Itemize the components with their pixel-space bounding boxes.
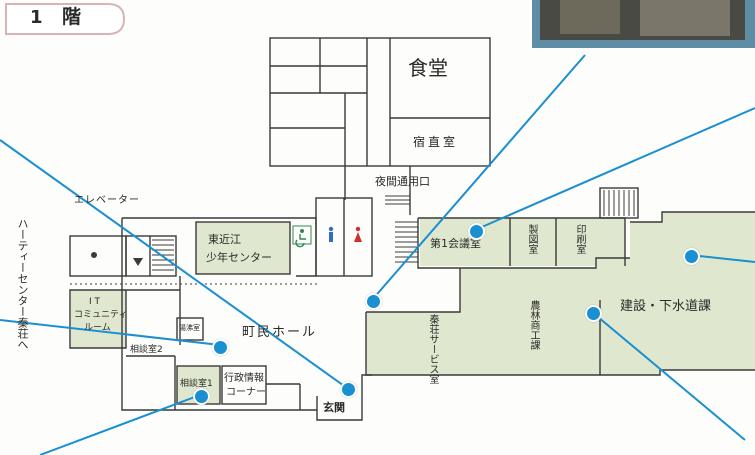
consult-room-1-label: 相談室1: [180, 379, 213, 389]
floor-label: 階: [62, 6, 82, 28]
floor-badge: [5, 3, 126, 35]
youth-center-line1: 東近江: [208, 233, 241, 246]
stairs-center: [385, 195, 418, 263]
hatasho-service-label: 秦荘サービス室: [427, 314, 438, 384]
callout-lines: [0, 54, 755, 455]
it-room-line2: コミュニティ: [74, 310, 128, 320]
stairs-west: [152, 239, 174, 271]
marker-hatasho-service[interactable]: [365, 293, 382, 310]
it-room-line1: I T: [89, 297, 101, 307]
marker-meeting-room-1[interactable]: [468, 223, 485, 240]
marker-consult-room-1[interactable]: [193, 388, 210, 405]
room-night-duty: 宿直室: [413, 135, 459, 149]
drafting-room-label: 製図室: [526, 224, 537, 254]
north-annex: [269, 37, 491, 215]
reception-room-label: 湯沸室: [179, 324, 200, 332]
admin-info-line2: コーナー: [226, 387, 266, 398]
photo-thumbnail: [532, 0, 755, 48]
stairs-east: [603, 190, 635, 216]
admin-info-line1: 行政情報: [224, 373, 264, 384]
entrance-label: 玄関: [323, 401, 345, 414]
agriculture-commerce-label: 農林商工課: [528, 300, 539, 350]
marker-construction-sewer[interactable]: [683, 248, 700, 265]
it-room-line3: ルーム: [84, 323, 111, 333]
elevator-label: エレベーター: [74, 195, 140, 206]
construction-sewer-label: 建設・下水道課: [620, 299, 712, 314]
room-fills: [71, 212, 755, 404]
town-hall-label: 町民ホール: [242, 325, 318, 340]
room-cafeteria: 食堂: [408, 56, 448, 80]
heart-center-direction: ハーティーセンター秦荘へ: [16, 218, 29, 350]
consult-room-2-label: 相談室2: [130, 345, 163, 355]
marker-entrance[interactable]: [340, 381, 357, 398]
male-restroom-icon: [328, 226, 334, 242]
female-restroom-icon: [354, 226, 362, 242]
elevator-icon: [91, 252, 143, 266]
meeting-room-1-label: 第1会議室: [430, 237, 481, 250]
floor-number: 1: [30, 7, 43, 28]
youth-center-line2: 少年センター: [206, 251, 272, 264]
printing-room-label: 印刷室: [574, 224, 585, 254]
marker-agriculture-commerce[interactable]: [585, 305, 602, 322]
accessible-icon: [292, 225, 312, 248]
night-entrance-label: 夜間通用口: [375, 175, 430, 188]
marker-town-hall[interactable]: [212, 339, 229, 356]
